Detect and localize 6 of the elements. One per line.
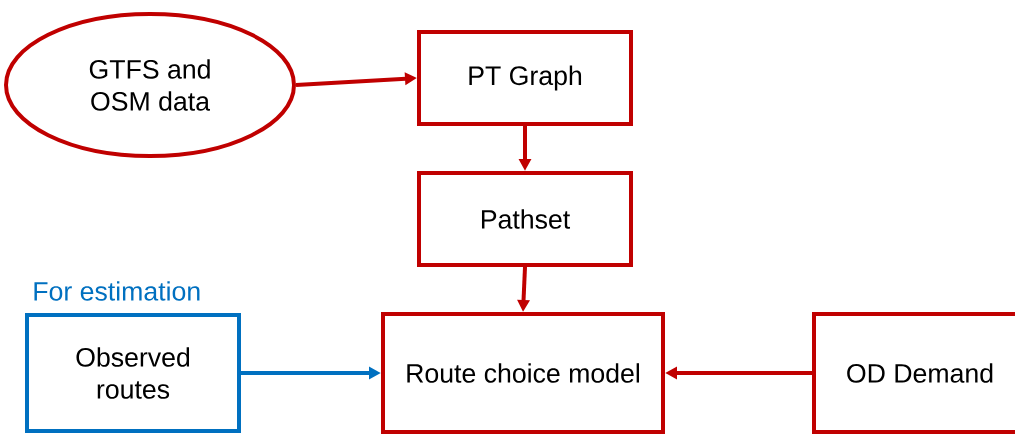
process-box: Observed routes	[25, 313, 241, 433]
process-box: Pathset	[417, 171, 633, 267]
process-box: PT Graph	[417, 30, 633, 126]
heading-label: For estimation	[34, 281, 200, 301]
process-box: OD Demand	[812, 312, 1015, 434]
process-box: Route choice model	[381, 312, 665, 434]
